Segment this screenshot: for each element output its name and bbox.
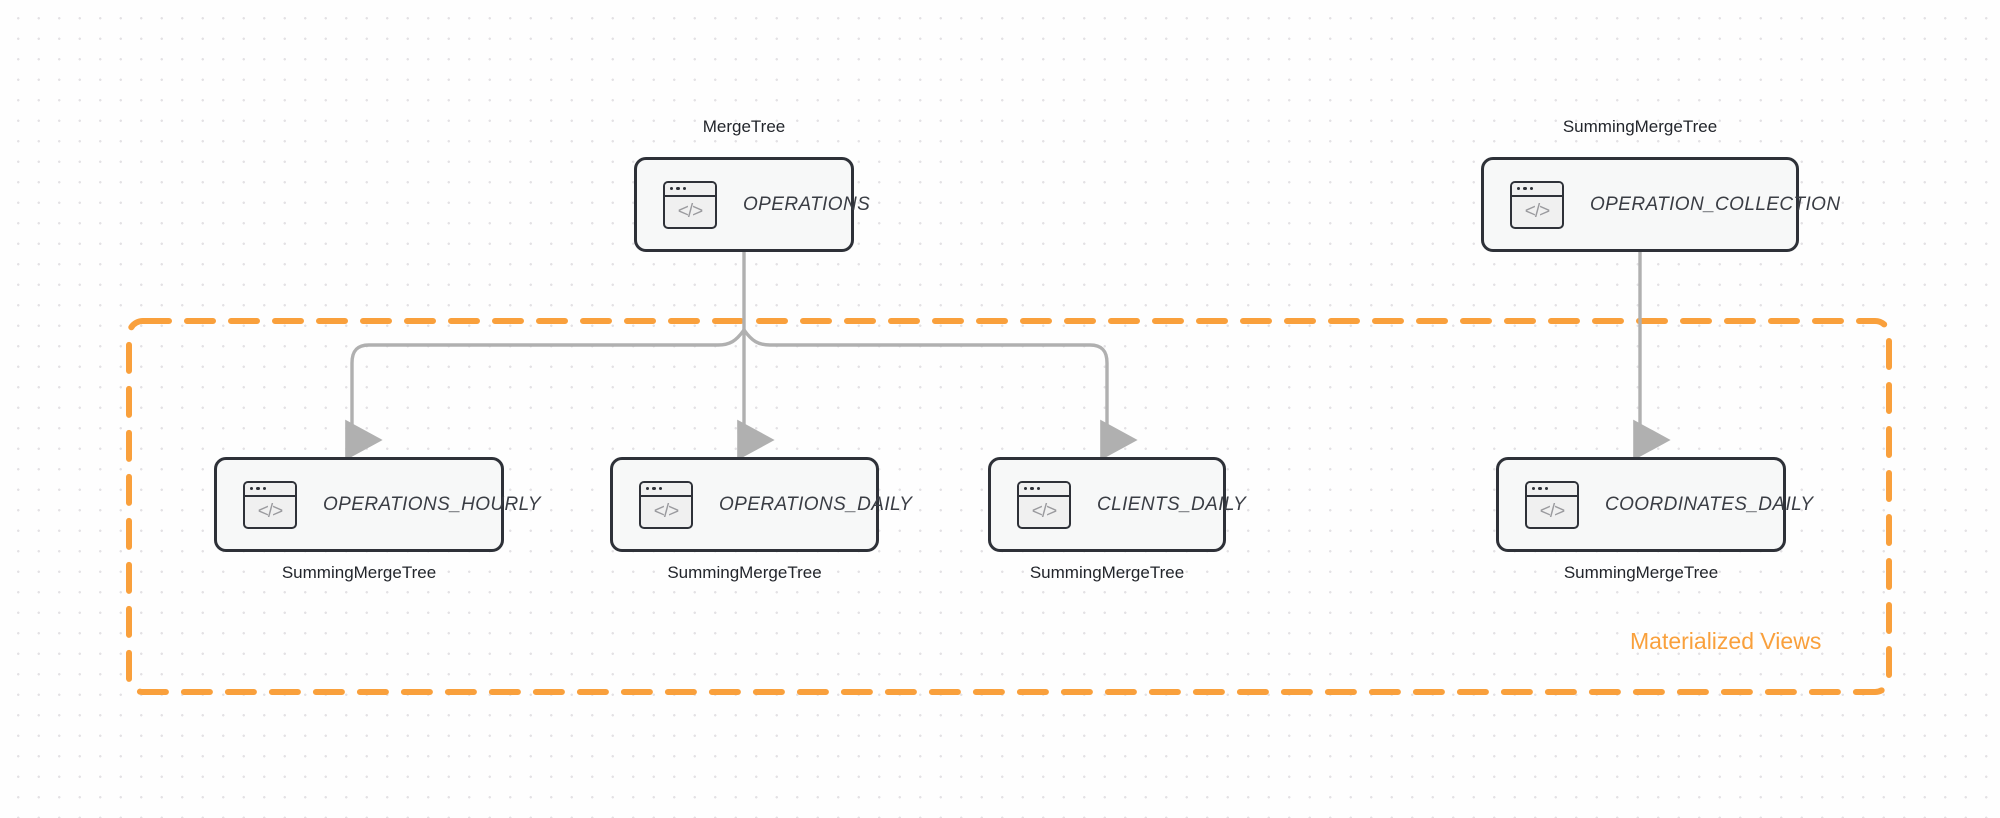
code-window-icon: </> xyxy=(243,480,297,529)
icon-dot xyxy=(1529,186,1534,191)
icon-dot xyxy=(1030,486,1034,491)
edge-operations-to-clients-daily xyxy=(742,328,1138,461)
icon-titlebar xyxy=(665,182,715,197)
icon-code-glyph: </> xyxy=(257,500,283,522)
edge-operations-to-operations-hourly xyxy=(345,328,746,461)
engine-caption-operations-hourly: SummingMergeTree xyxy=(281,563,437,582)
icon-code-glyph: </> xyxy=(1031,500,1057,522)
icon-dot xyxy=(1532,486,1536,491)
node-label: OPERATIONS_DAILY xyxy=(719,493,913,515)
icon-dot xyxy=(658,486,663,491)
icon-dot xyxy=(1517,186,1521,191)
icon-code-glyph: </> xyxy=(677,200,703,222)
node-label: OPERATION_COLLECTION xyxy=(1590,193,1841,215)
icon-dot xyxy=(262,486,267,491)
icon-dot xyxy=(682,186,687,191)
materialized-views-group-label: Materialized Views xyxy=(1630,628,1822,654)
node-label: COORDINATES_DAILY xyxy=(1605,493,1814,515)
node-clients-daily[interactable]: </> CLIENTS_DAILY xyxy=(988,457,1246,552)
node-label: CLIENTS_DAILY xyxy=(1097,493,1247,515)
icon-titlebar xyxy=(245,482,295,497)
code-window-icon: </> xyxy=(639,480,693,529)
node-coordinates-daily[interactable]: </> COORDINATES_DAILY xyxy=(1496,457,1813,552)
node-label: OPERATIONS_HOURLY xyxy=(323,493,541,515)
icon-dot xyxy=(250,486,254,491)
icon-dot xyxy=(1544,486,1549,491)
code-window-icon: </> xyxy=(663,180,717,229)
node-operation-collection[interactable]: </> OPERATION_COLLECTION xyxy=(1481,157,1840,252)
engine-caption-coordinates-daily: SummingMergeTree xyxy=(1563,563,1719,582)
icon-dot xyxy=(670,186,674,191)
icon-dot xyxy=(1036,486,1041,491)
icon-titlebar xyxy=(1019,482,1069,497)
icon-dot xyxy=(676,186,680,191)
node-operations-daily[interactable]: </> OPERATIONS_DAILY xyxy=(610,457,912,552)
icon-titlebar xyxy=(641,482,691,497)
icon-code-glyph: </> xyxy=(1539,500,1565,522)
node-operations[interactable]: </> OPERATIONS xyxy=(634,157,870,252)
icon-dot xyxy=(646,486,650,491)
code-window-icon: </> xyxy=(1525,480,1579,529)
icon-dot xyxy=(1523,186,1527,191)
icon-dot xyxy=(652,486,656,491)
icon-dot xyxy=(256,486,260,491)
icon-dot xyxy=(1024,486,1028,491)
icon-code-glyph: </> xyxy=(1524,200,1550,222)
node-operations-hourly[interactable]: </> OPERATIONS_HOURLY xyxy=(214,457,541,552)
icon-titlebar xyxy=(1512,182,1562,197)
engine-caption-operation-collection: SummingMergeTree xyxy=(1562,117,1718,136)
node-label: OPERATIONS xyxy=(743,193,871,215)
icon-dot xyxy=(1538,486,1542,491)
engine-caption-operations-daily: SummingMergeTree xyxy=(667,563,822,582)
icon-titlebar xyxy=(1527,482,1577,497)
engine-caption-operations: MergeTree xyxy=(702,117,786,136)
code-window-icon: </> xyxy=(1017,480,1071,529)
code-window-icon: </> xyxy=(1510,180,1564,229)
engine-caption-clients-daily: SummingMergeTree xyxy=(1029,563,1185,582)
icon-code-glyph: </> xyxy=(653,500,679,522)
